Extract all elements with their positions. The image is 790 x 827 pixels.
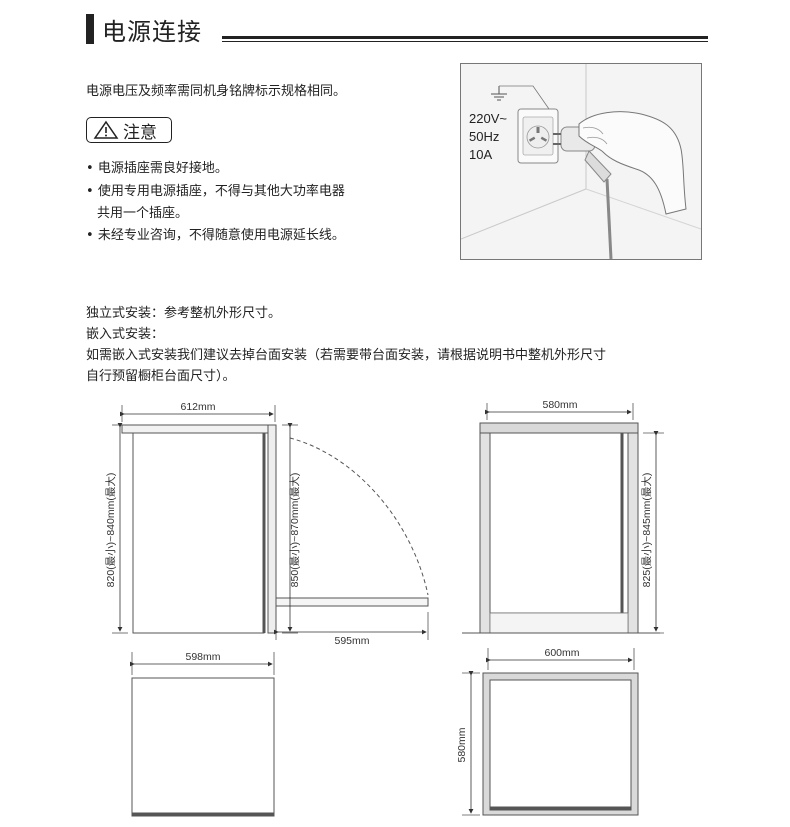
install-builtin-title: 嵌入式安装： — [86, 327, 165, 342]
power-note: 电源电压及频率需同机身铭牌标示规格相同。 — [86, 84, 347, 99]
warning-triangle-icon — [93, 120, 119, 139]
dim-freestanding-height: 820(最小)~840mm(最大) — [104, 473, 117, 588]
dim-builtin-top-width: 600mm — [544, 647, 579, 659]
dim-builtin-height: 825(最小)~845mm(最大) — [640, 473, 653, 588]
builtin-front-view — [462, 403, 664, 634]
outlet-illustration: 220V~ 50Hz 10A — [460, 63, 702, 260]
install-builtin-line1: 如需嵌入式安装我们建议去掉台面安装（若需要带台面安装，请根据说明书中整机外形尺寸 — [86, 348, 607, 363]
install-builtin-line2: 自行预留橱柜台面尺寸）。 — [86, 369, 236, 384]
bullet-dot-icon: • — [86, 161, 98, 176]
freestanding-front-view — [112, 405, 276, 634]
page-title: 电源连接 — [102, 18, 202, 46]
dim-door-height: 850(最小)~870mm(最大) — [288, 473, 301, 588]
outlet-frequency: 50Hz — [469, 129, 500, 144]
dim-builtin-top-depth: 580mm — [456, 727, 468, 762]
ground-symbol-icon — [491, 85, 550, 110]
bullet-dot-icon: • — [86, 228, 98, 243]
title-rule — [222, 36, 708, 39]
title-bar-accent — [86, 14, 94, 44]
outlet-drawing — [461, 64, 701, 259]
dim-freestanding-top-width: 598mm — [185, 651, 220, 663]
door-open-side-view — [267, 423, 429, 640]
list-item-continuation: 共用一个插座。 — [97, 206, 189, 221]
list-item: • 使用专用电源插座，不得与其他大功率电器 — [86, 184, 345, 199]
dim-builtin-width: 580mm — [542, 399, 577, 411]
list-item: • 电源插座需良好接地。 — [86, 161, 228, 176]
dim-freestanding-width: 612mm — [180, 401, 215, 413]
outlet-current: 10A — [469, 147, 493, 162]
title-rule-thin — [222, 41, 708, 42]
outlet-voltage: 220V~ — [469, 111, 507, 126]
builtin-top-view — [462, 648, 639, 816]
caution-box: 注意 — [86, 117, 172, 143]
install-freestanding: 独立式安装：参考整机外形尺寸。 — [86, 306, 282, 321]
freestanding-top-view — [130, 652, 275, 817]
list-item: • 未经专业咨询，不得随意使用电源延长线。 — [86, 228, 345, 243]
caution-label: 注意 — [123, 122, 157, 143]
bullet-dot-icon: • — [86, 184, 98, 199]
dim-door-depth: 595mm — [334, 635, 369, 647]
